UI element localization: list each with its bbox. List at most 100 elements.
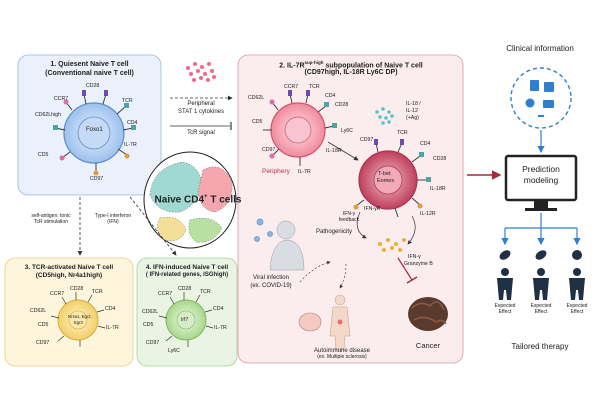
covid-label: (ex. COVID-19) (250, 283, 292, 289)
ifn-induced-cell (158, 292, 214, 347)
ms-label: (ex. Multiple sclerosis) (317, 354, 367, 360)
p4-il7r-label: IL-7R (214, 325, 227, 331)
panel-2-title: 2. IL-7Rsup-high subpopulation of Naive … (242, 60, 460, 70)
nr4a1-label: Nr4a1, Egr2, (68, 314, 92, 319)
panel-1-title: 1. Quiesent Naive T cell (50, 61, 129, 68)
p3-cd62l-label: CD62L (30, 308, 47, 314)
egr3-label: Egr3 (74, 320, 83, 325)
effect-1-line1: Expected (494, 303, 516, 309)
human-body (329, 294, 351, 351)
tbet-label: T-bet (378, 171, 391, 177)
p3-ccr7-label: CCR7 (50, 291, 65, 297)
coughing-person (269, 220, 305, 271)
p4-cd97-label: CD97 (146, 340, 160, 346)
p2-cd62l-label: CD62L (248, 95, 265, 101)
cluster-label-main: Naive CD4 (154, 194, 205, 206)
branch-arrows (501, 213, 581, 246)
cd97-label: CD97 (90, 176, 104, 182)
panel-3-subtitle: (CD5high, Nr4a1high) (35, 272, 103, 279)
tailored-therapy-label: Tailored therapy (511, 342, 569, 351)
il18-il12-dots (375, 107, 394, 125)
foxo1-label: Foxo1 (86, 127, 103, 133)
activated-tbet-cell (353, 139, 431, 218)
cd5-label: CD5 (38, 152, 49, 158)
p4-cd4-label: CD4 (213, 306, 224, 312)
modeling-label: modeling (523, 175, 559, 185)
p2-il18r-label: IL-18R (326, 148, 342, 154)
p2b-cd4-label: CD4 (420, 141, 431, 147)
tumor-icon (408, 297, 448, 331)
monitor-icon (504, 154, 578, 211)
p3-cd5-label: CD5 (38, 322, 49, 328)
tcr-activated-cell (50, 292, 106, 347)
p4-ly6c-label: Ly6C (168, 348, 180, 354)
panel-3-title: 3. TCR-activated Naive T cell (24, 264, 114, 271)
p2b-cd97-label: CD97 (360, 137, 374, 143)
arrow-to-activated (327, 141, 359, 161)
p4-cd62l-label: CD62L (142, 309, 159, 315)
tcr-signal-label: TcR signal (187, 130, 215, 136)
ag-label: (+Ag) (406, 115, 419, 121)
clinical-info-circle (510, 67, 572, 129)
panel-2-subtitle: (CD97high, IL-18R Ly6C DP) (304, 69, 398, 76)
cd4-label: CD4 (127, 120, 138, 126)
cluster-label-tail: T cells (210, 194, 242, 206)
autoimmune-label: Autoimmune disease (313, 348, 371, 354)
p3-cd28-label: CD28 (70, 286, 84, 292)
irf7-label: Irf7 (181, 317, 189, 323)
p2-cd97-label: CD97 (262, 147, 276, 153)
pill-icons (499, 250, 582, 260)
il18-label: IL-18 / (406, 101, 421, 107)
p3-cd97-label: CD97 (36, 340, 50, 346)
feedback-label: IFN-γ feedback (338, 211, 360, 223)
viral-label: Viral infection (253, 275, 289, 281)
naive-t-cell-1 (53, 90, 136, 176)
cd62l-label: CD62Lhigh (35, 112, 61, 118)
panel-2-title-sup: sup-high (304, 60, 324, 65)
p4-ccr7-label: CCR7 (158, 291, 173, 297)
ifny-label: IFN-γ (408, 254, 421, 260)
p2-ccr7-label: CCR7 (284, 84, 299, 90)
cd28-label: CD28 (86, 83, 100, 89)
effect-2-line2: Effect (534, 308, 548, 315)
p3-tcr-label: TCR (92, 289, 103, 295)
p3-cd4-label: CD4 (105, 306, 116, 312)
panel-1-subtitle: (Conventional naive T cell) (45, 70, 134, 77)
tcr-label: TCR (122, 98, 133, 104)
ifn-gamma-dots (378, 238, 406, 252)
self-antigen-label: self-antigen, tonic TcR stimulation (31, 213, 71, 225)
p4-cd5-label: CD5 (143, 322, 154, 328)
p3-il7r-label: IL-7R (106, 325, 119, 331)
effect-3-line1: Expected (566, 303, 588, 309)
ccr7-label: CCR7 (54, 96, 69, 102)
panel-4-subtitle: ( IFN-related genes, ISGhigh) (145, 272, 229, 278)
cancer-label: Cancer (415, 341, 441, 350)
panel-2-title-rest: subpopulation of Naive T cell (323, 62, 423, 70)
eomes-label: Eomes (377, 178, 395, 184)
p2-cd28-label: CD28 (335, 102, 349, 108)
p2-cd5-label: CD5 (252, 119, 263, 125)
p2-cd4-label: CD4 (325, 93, 336, 99)
virus-icons (254, 218, 273, 242)
person-icons (497, 268, 585, 300)
p4-cd28-label: CD28 (178, 286, 192, 292)
pathogenicity-label: Pathogenicity (316, 229, 353, 235)
prediction-label: Prediction (522, 164, 560, 174)
cluster-label-sup: + (204, 194, 208, 200)
p4-tcr-label: TCR (200, 289, 211, 295)
periphery-label: Periphery (262, 168, 290, 175)
peripheral-label: Peripheral (187, 101, 215, 107)
panel-2-title-main: 2. IL-7R (279, 62, 305, 70)
granzyme-label: Granzyme B (404, 261, 433, 267)
p2b-il18r-label: IL-18R (430, 186, 446, 192)
naive-cd4-cluster (143, 151, 237, 249)
cluster-label: Naive CD4+ T cells (148, 194, 248, 206)
clinical-info-label: Clinical information (506, 44, 574, 53)
ifnyr-label: IFN-γR (364, 206, 381, 212)
stat1-label: STAT 1 cytokines (177, 109, 225, 115)
p2-tcr-label: TCR (309, 84, 320, 90)
